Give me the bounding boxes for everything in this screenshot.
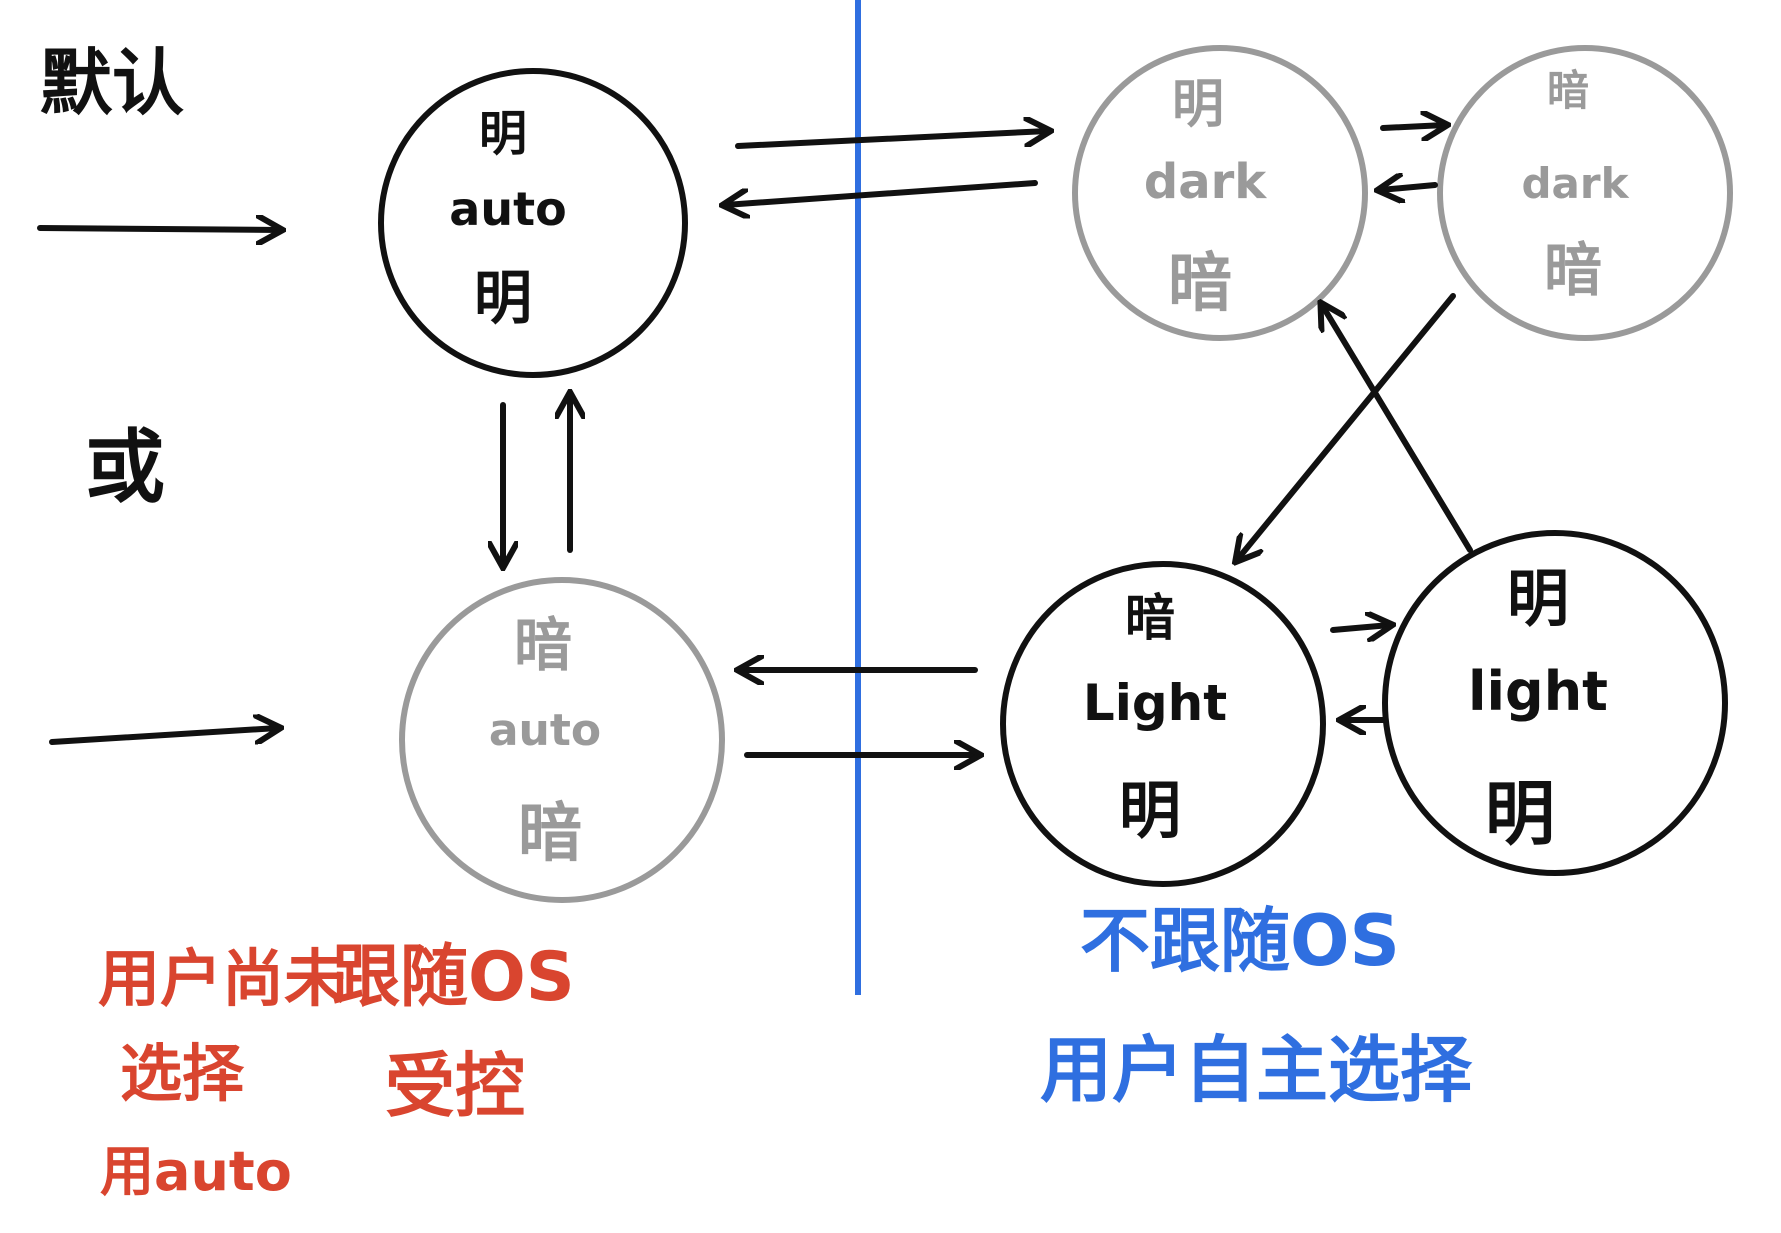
state-dark-auto: 暗 auto 暗 — [399, 577, 725, 903]
state-circle-dark-dark — [1437, 45, 1733, 341]
caption-not-follow-os-line1: 不跟随OS — [1080, 900, 1400, 982]
state-light-auto: 明 auto 明 — [378, 68, 688, 378]
entry-arrow-dark-auto — [49, 728, 278, 745]
caption-follow-os-line1: 跟随OS — [332, 938, 575, 1017]
caption-user-not-chosen-line3: 用auto — [100, 1140, 292, 1203]
state-circle-light-dark — [1072, 45, 1368, 341]
arrow-dark-light-to-light-light — [1330, 625, 1390, 630]
state-light-light: 明 light 明 — [1382, 530, 1728, 876]
default-label: 默认 — [40, 41, 184, 125]
state-mode-light-dark: dark — [1144, 154, 1267, 210]
state-mode-light-auto: auto — [449, 182, 566, 236]
caption-user-not-chosen-line1: 用户尚未 — [98, 942, 346, 1015]
state-light-dark: 明 dark 暗 — [1072, 45, 1368, 341]
state-top-light-auto: 明 — [479, 106, 527, 162]
state-circle-light-light — [1382, 530, 1728, 876]
state-bottom-dark-light: 明 — [1119, 774, 1181, 847]
arrow-light-dark-to-dark-dark — [1380, 125, 1445, 128]
state-bottom-light-dark: 暗 — [1168, 247, 1232, 321]
state-top-light-light: 明 — [1507, 562, 1569, 635]
state-top-light-dark: 明 — [1172, 75, 1224, 135]
state-bottom-dark-dark: 暗 — [1544, 236, 1602, 304]
state-mode-dark-dark: dark — [1521, 159, 1629, 208]
state-circle-dark-auto — [399, 577, 725, 903]
caption-user-not-chosen-line2: 选择 — [120, 1037, 245, 1110]
state-dark-light: 暗 Light 明 — [1000, 561, 1326, 887]
arrow-dark-dark-to-dark-light — [1237, 293, 1456, 560]
state-mode-dark-auto: auto — [489, 705, 601, 756]
arrow-light-light-to-light-dark — [1322, 305, 1473, 553]
state-circle-dark-light — [1000, 561, 1326, 887]
state-bottom-dark-auto: 暗 — [518, 797, 582, 871]
arrow-light-dark-to-light-auto — [725, 180, 1038, 205]
state-bottom-light-light: 明 — [1485, 773, 1555, 855]
state-top-dark-auto: 暗 — [514, 611, 572, 679]
state-mode-dark-light: Light — [1083, 674, 1227, 732]
caption-not-follow-os-line2: 用户自主选择 — [1040, 1028, 1473, 1112]
entry-arrow-light-auto — [37, 228, 280, 230]
or-label: 或 — [85, 421, 165, 514]
arrow-dark-dark-to-light-dark — [1380, 185, 1438, 190]
state-top-dark-dark: 暗 — [1547, 66, 1589, 115]
state-dark-dark: 暗 dark 暗 — [1437, 45, 1733, 341]
arrow-light-auto-to-light-dark — [735, 131, 1048, 149]
state-mode-light-light: light — [1468, 660, 1608, 723]
state-top-dark-light: 暗 — [1125, 589, 1175, 647]
state-bottom-light-auto: 明 — [474, 264, 532, 332]
caption-follow-os-line2: 受控 — [385, 1045, 525, 1127]
state-circle-light-auto — [378, 68, 688, 378]
